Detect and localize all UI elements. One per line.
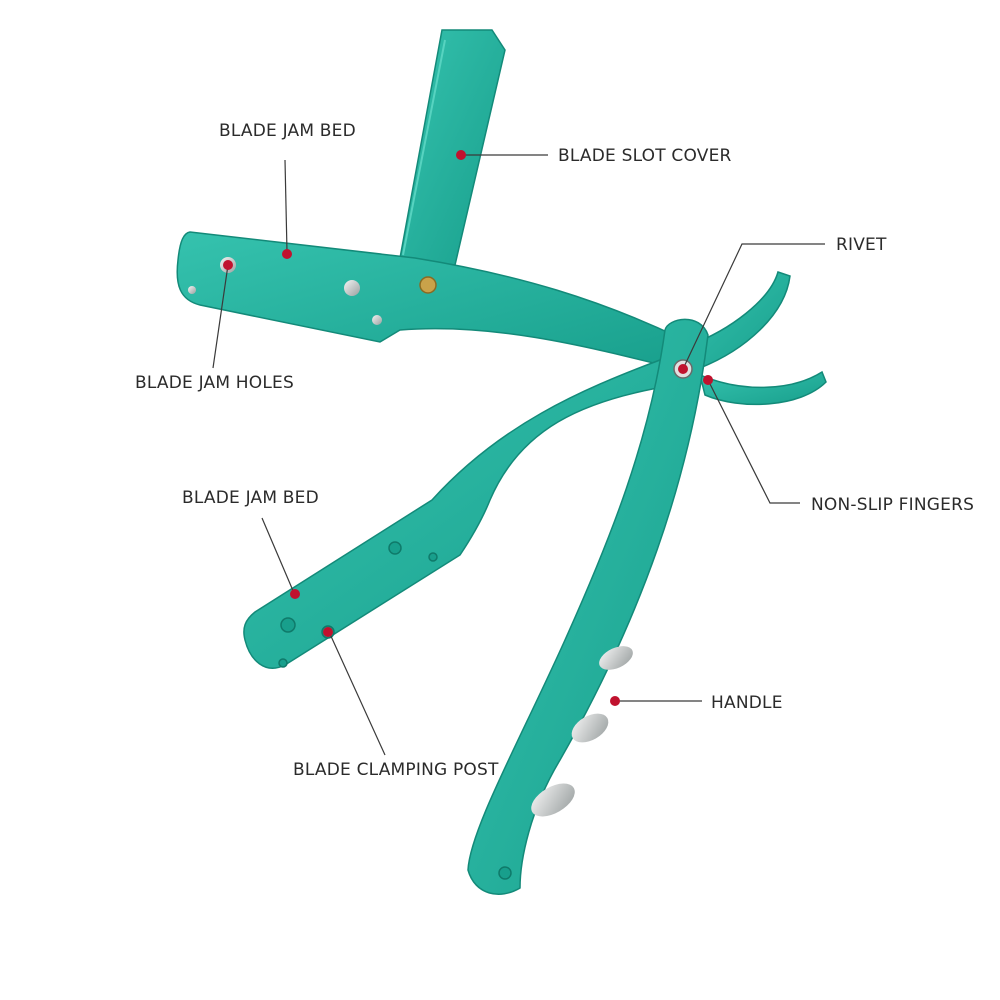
leader-blade-jam-bed-bottom — [261, 517, 295, 594]
marker-blade-slot-cover — [456, 150, 466, 160]
label-non-slip-fingers: NON-SLIP FINGERS — [811, 495, 974, 515]
marker-handle — [610, 696, 620, 706]
handle-hole-2 — [571, 713, 609, 743]
leader-rivet — [682, 243, 825, 370]
blade-jam-hole-2 — [344, 280, 360, 296]
cover-rivet — [419, 276, 437, 294]
blade-jam-hole-3 — [372, 315, 382, 325]
lower-arm — [243, 359, 677, 669]
leader-non-slip-fingers — [707, 379, 800, 504]
blade-jam-hole-4 — [188, 286, 196, 294]
label-rivet: RIVET — [836, 235, 887, 255]
marker-blade-jam-bed-bottom — [290, 589, 300, 599]
leader-blade-jam-bed-top — [284, 159, 288, 253]
slot-cover-edge — [402, 39, 446, 256]
upper-arm — [176, 231, 692, 374]
marker-blade-clamping-post — [323, 627, 333, 637]
clamp-post-3 — [280, 617, 296, 633]
label-blade-jam-bed-top: BLADE JAM BED — [219, 121, 356, 141]
leader-blade-clamping-post — [329, 633, 386, 756]
marker-blade-jam-bed-top — [282, 249, 292, 259]
leader-blade-jam-holes — [212, 264, 229, 369]
label-handle: HANDLE — [711, 693, 783, 713]
handle — [467, 318, 709, 895]
label-blade-slot-cover: BLADE SLOT COVER — [558, 146, 732, 166]
clamp-post-1 — [388, 541, 402, 555]
blade-slot-cover — [399, 29, 506, 266]
handle-hole-3 — [531, 783, 575, 817]
label-blade-jam-bed-bottom: BLADE JAM BED — [182, 488, 319, 508]
marker-rivet — [678, 364, 688, 374]
handle-end-rivet — [498, 866, 512, 880]
clamp-post-5 — [278, 658, 288, 668]
label-blade-jam-holes: BLADE JAM HOLES — [135, 373, 294, 393]
marker-non-slip-fingers — [703, 375, 713, 385]
label-blade-clamping-post: BLADE CLAMPING POST — [293, 760, 499, 780]
marker-blade-jam-holes — [223, 260, 233, 270]
handle-hole-1 — [599, 646, 633, 670]
clamp-post-2 — [428, 552, 438, 562]
non-slip-finger-upper — [688, 271, 791, 369]
non-slip-finger-lower — [698, 370, 827, 406]
